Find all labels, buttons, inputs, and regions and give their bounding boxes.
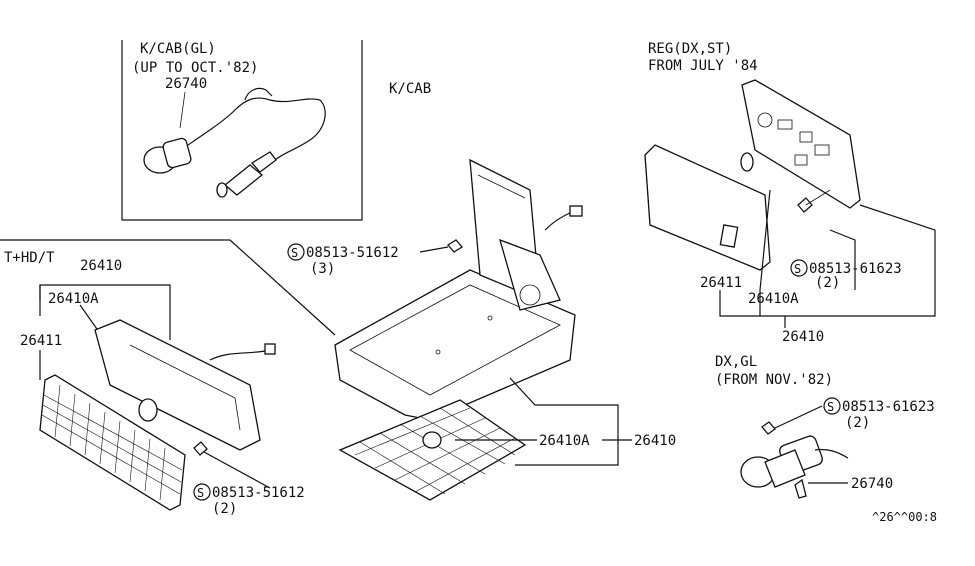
reg-part-26410: 26410 (782, 329, 824, 345)
thdt-screw-qty: (2) (212, 501, 237, 517)
thdt-part-26410: 26410 (80, 258, 122, 274)
dxgl-screw-callout: S 08513-61623 (2) (823, 397, 935, 431)
thdt-part-26411: 26411 (20, 333, 62, 349)
reg-title: REG(DX,ST) (648, 41, 732, 57)
kcab-part-26410: 26410 (634, 433, 676, 449)
kcab-gl-inset: K/CAB(GL) (UP TO OCT.'82) 26740 (121, 40, 363, 221)
kcab-gl-title: K/CAB(GL) (140, 41, 216, 57)
diagram-code: ^26^^00:8 (872, 510, 937, 524)
dxgl-screw-qty: (2) (845, 415, 870, 431)
thdt-screw-callout: S 08513-51612 (2) (193, 483, 305, 517)
reg-part-26410a: 26410A (748, 291, 799, 307)
dxgl-screw-part: 08513-61623 (842, 399, 935, 415)
dxgl-part-26740: 26740 (851, 476, 893, 492)
kcab-screw-qty: (3) (310, 261, 335, 277)
dxgl-title: DX,GL (715, 354, 757, 370)
kcab-screw-callout: S 08513-51612 (3) (287, 243, 399, 277)
kcab-gl-part-26740: 26740 (165, 76, 207, 92)
dxgl-lamp-illustration (740, 421, 849, 499)
reg-note: FROM JULY '84 (648, 58, 758, 74)
map-lamp-illustration (143, 87, 326, 198)
thdt-title: T+HD/T (4, 250, 55, 266)
reg-part-26411: 26411 (700, 275, 742, 291)
kcab-part-26410a: 26410A (539, 433, 590, 449)
reg-screw-callout: S 08513-61623 (2) (790, 259, 902, 291)
kcab-screw-part: 08513-51612 (306, 245, 399, 261)
dxgl-note: (FROM NOV.'82) (715, 372, 833, 388)
kcab-lamp-illustration (334, 158, 583, 501)
dxgl-screw-symbol: S (827, 400, 834, 414)
reg-screw-qty: (2) (815, 275, 840, 291)
reg-lamp-illustration (644, 79, 861, 271)
kcab-screw-symbol: S (291, 246, 298, 260)
thdt-part-26410a: 26410A (48, 291, 99, 307)
thdt-screw-symbol: S (197, 486, 204, 500)
kcab-title: K/CAB (389, 81, 431, 97)
thdt-screw-part: 08513-51612 (212, 485, 305, 501)
lens-grid (41, 384, 183, 501)
reg-screw-symbol: S (794, 262, 801, 276)
thdt-lamp-illustration (39, 319, 276, 511)
kcab-gl-note: (UP TO OCT.'82) (132, 60, 258, 76)
